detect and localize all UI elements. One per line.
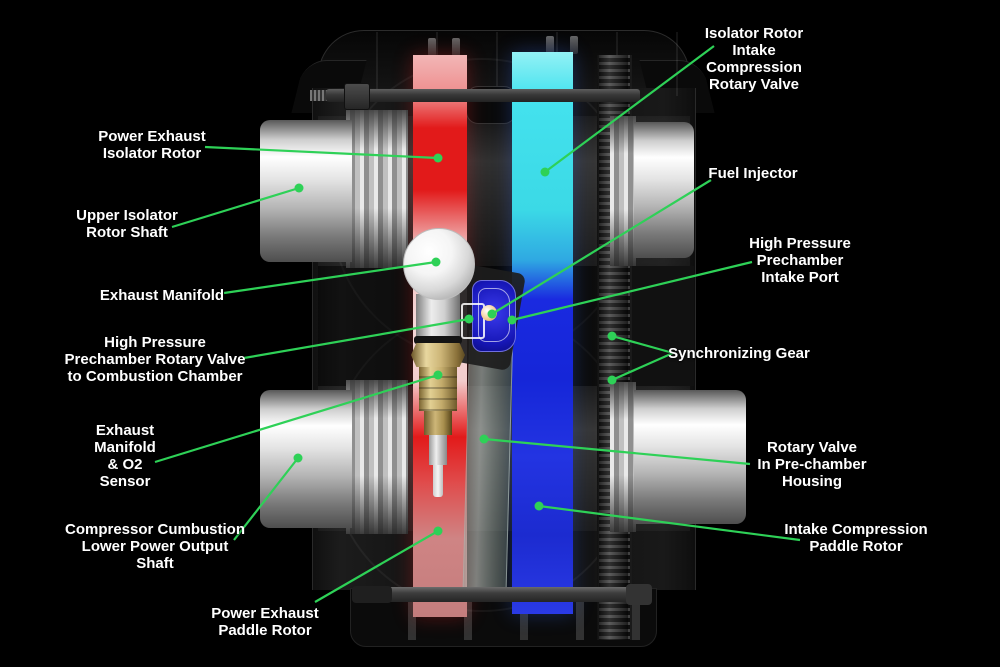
label-line: Isolator Rotor — [704, 25, 804, 42]
label-line: Intake Compression — [784, 521, 928, 538]
label-line: Rotary Valve — [708, 76, 800, 93]
upper-left-shaft-rings — [346, 110, 408, 268]
exhaust-manifold-sphere — [403, 228, 475, 300]
o2-sensor-lower — [424, 411, 452, 435]
label-line: Rotary Valve — [766, 439, 858, 456]
label-fuel-injector: Fuel Injector — [708, 165, 797, 182]
label-line: Rotor Shaft — [86, 224, 168, 241]
label-line: Isolator Rotor — [102, 145, 202, 162]
label-line: Intake Port — [761, 269, 839, 286]
band-pin — [428, 38, 436, 56]
label-line: High Pressure — [104, 334, 206, 351]
top-tie-rod — [326, 89, 640, 102]
label-line: Power Exhaust — [98, 128, 206, 145]
fuel-injector-tip — [481, 305, 497, 321]
label-line: & O2 — [107, 456, 143, 473]
bottom-tie-rod-right-cap — [626, 584, 652, 605]
label-line: Prechamber — [756, 252, 844, 269]
upper-right-shaft-barrel — [634, 122, 694, 258]
label-line: to Combustion Chamber — [67, 368, 243, 385]
o2-sensor-body — [419, 367, 457, 411]
label-line: Housing — [782, 473, 842, 490]
label-line: Compressor Cumbustion — [64, 521, 246, 538]
label-line: In Pre-chamber — [757, 456, 867, 473]
band-pin — [546, 36, 554, 54]
label-line: Power Exhaust — [211, 605, 319, 622]
label-line: Sensor — [99, 473, 151, 490]
upper-isolator-rotor-shaft-barrel — [260, 120, 352, 262]
label-line: Fuel Injector — [708, 165, 798, 182]
o2-sensor-probe — [433, 465, 443, 497]
right-hub-block — [628, 266, 694, 386]
label-line: High Pressure — [749, 235, 851, 252]
label-line: Intake — [732, 42, 776, 59]
band-pin — [570, 36, 578, 54]
upper-right-shaft-rings — [610, 116, 636, 266]
o2-sensor-hex-nut — [411, 343, 465, 367]
label-line: Paddle Rotor — [809, 538, 903, 555]
o2-sensor-tip — [429, 435, 447, 465]
top-tie-rod-nut — [344, 83, 370, 110]
label-line: Shaft — [136, 555, 174, 572]
band-pin — [452, 38, 460, 56]
label-line: Exhaust — [95, 422, 155, 439]
lower-right-shaft-rings — [610, 382, 636, 532]
label-exhaust-manifold: Exhaust Manifold — [100, 287, 224, 304]
label-line: Paddle Rotor — [218, 622, 312, 639]
o2-sensor-oring — [414, 336, 462, 344]
intake-flow-band — [512, 52, 573, 614]
label-line: Prechamber Rotary Valve — [64, 351, 246, 368]
label-line: Upper Isolator — [76, 207, 178, 224]
label-line: Lower Power Output — [81, 538, 229, 555]
label-line: Compression — [706, 59, 802, 76]
bottom-tie-rod-left-cap — [352, 586, 392, 603]
label-line: Manifold — [94, 439, 156, 456]
lower-power-output-shaft-barrel — [260, 390, 352, 528]
exhaust-manifold-neck — [416, 294, 460, 338]
lower-right-shaft-barrel — [634, 390, 746, 524]
lower-left-shaft-rings — [346, 380, 408, 534]
label-line: Exhaust Manifold — [99, 287, 225, 304]
bottom-tie-rod — [352, 587, 645, 602]
